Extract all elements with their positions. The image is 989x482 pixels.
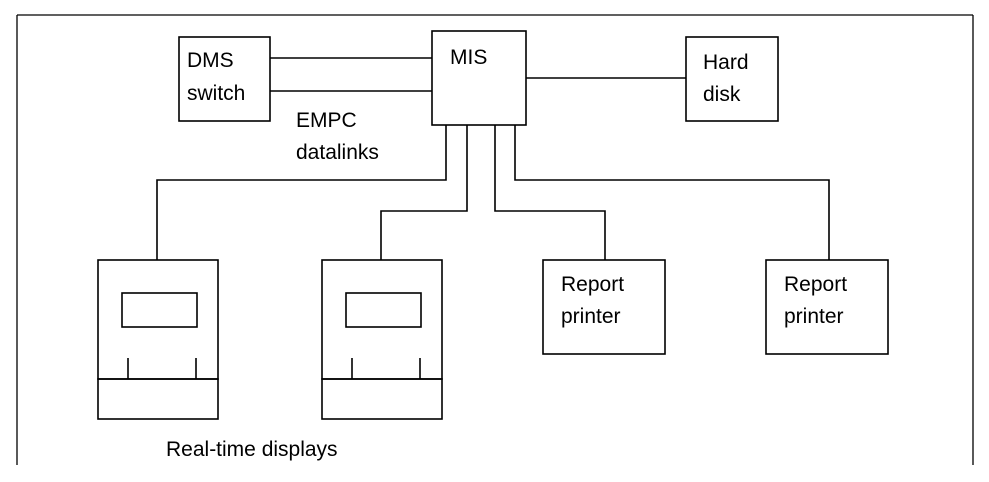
- monitor: [321, 259, 443, 380]
- dms-switch-node: DMS switch: [178, 36, 271, 122]
- hard-disk-label-line1: Hard: [703, 51, 749, 74]
- report-printer-1-label-line2: printer: [561, 305, 621, 328]
- dms-switch-label-line1: DMS: [187, 49, 234, 72]
- empc-label-line1: EMPC: [296, 109, 357, 132]
- connector-display-1: [156, 125, 447, 260]
- connector-printer-2: [514, 125, 830, 260]
- real-time-displays-caption: Real-time displays: [166, 438, 338, 461]
- real-time-display-1: [97, 259, 219, 420]
- mis-downlinks: [156, 125, 830, 260]
- real-time-display-2: [321, 259, 443, 420]
- report-printer-1-label-line1: Report: [561, 273, 624, 296]
- screen: [345, 292, 422, 328]
- empc-label-line2: datalinks: [296, 141, 379, 164]
- report-printer-1-node: Report printer: [542, 259, 666, 355]
- report-printer-2-label-line1: Report: [784, 273, 847, 296]
- mis-label: MIS: [450, 46, 487, 69]
- connector-printer-1: [494, 125, 606, 260]
- report-printer-2-node: Report printer: [765, 259, 889, 355]
- connector-display-2: [380, 125, 468, 260]
- hard-disk-label-line2: disk: [703, 83, 741, 106]
- hard-disk-node: Hard disk: [685, 36, 779, 122]
- keyboard: [321, 378, 443, 420]
- screen: [121, 292, 198, 328]
- mis-node: MIS: [431, 30, 527, 126]
- keyboard: [97, 378, 219, 420]
- report-printer-2-label-line2: printer: [784, 305, 844, 328]
- dms-switch-label-line2: switch: [187, 82, 245, 105]
- monitor: [97, 259, 219, 380]
- empc-datalinks: [270, 57, 432, 92]
- frame: [16, 14, 974, 465]
